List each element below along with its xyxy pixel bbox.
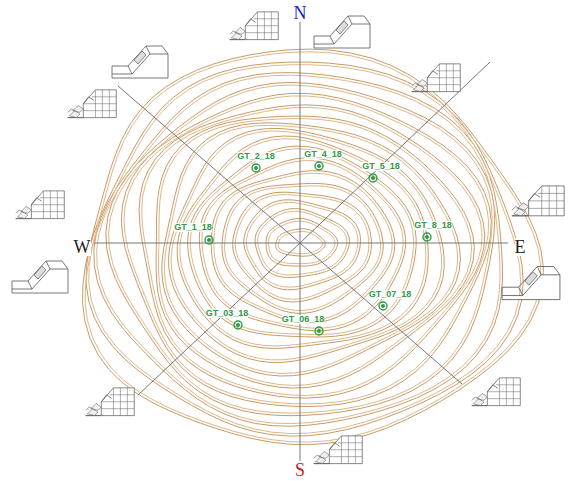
contour-line — [266, 219, 338, 267]
contour-line — [85, 52, 541, 442]
contour-line — [159, 119, 472, 386]
compass-letter: W — [74, 238, 91, 256]
contour-line — [180, 139, 426, 346]
contour-line — [97, 75, 500, 423]
contour-line — [156, 116, 474, 388]
contour-line — [89, 65, 521, 434]
borehole-label: GT_2_18 — [237, 152, 275, 161]
slope-icons — [12, 12, 564, 464]
borehole-label: GT_07_18 — [369, 290, 412, 299]
contour-line — [177, 136, 428, 348]
borehole-label: GT_8_18 — [414, 221, 452, 230]
borehole-label: GT_5_18 — [362, 162, 400, 171]
contour-line — [164, 125, 457, 373]
contour-line — [124, 96, 489, 404]
borehole-label: GT_03_18 — [206, 309, 249, 318]
compass-letter: E — [515, 238, 526, 256]
borehole-markers — [205, 162, 431, 335]
contour-line — [86, 62, 523, 436]
contour-line — [269, 221, 335, 263]
contour-line — [233, 192, 372, 302]
contour-line — [83, 49, 544, 445]
contour-line — [199, 158, 405, 331]
axes — [94, 22, 508, 462]
contour-line — [121, 93, 491, 406]
borehole-label: GT_4_18 — [304, 150, 342, 159]
contour-line — [94, 73, 503, 427]
borehole-label: GT_1_18 — [174, 223, 212, 232]
compass-letter: S — [295, 461, 305, 479]
compass-letter: N — [294, 4, 307, 22]
borehole-label: GT_06_18 — [282, 315, 325, 324]
